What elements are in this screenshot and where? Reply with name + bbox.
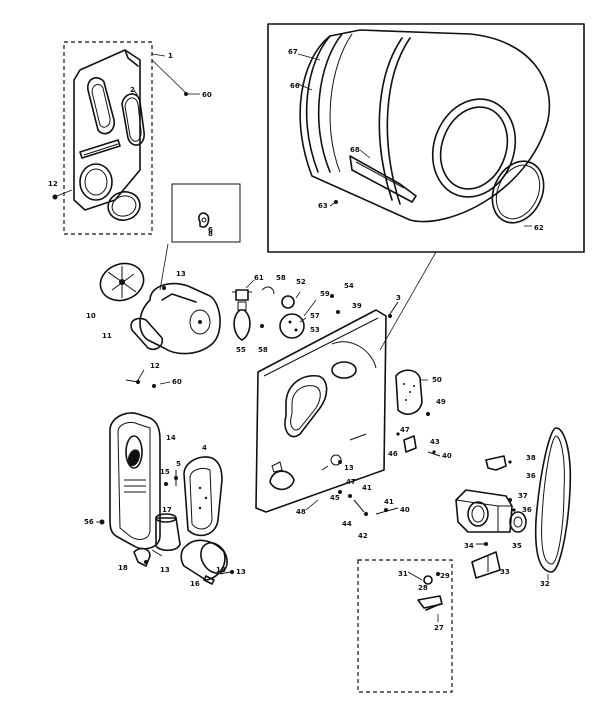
callout-44: 44 — [342, 520, 352, 528]
callout-3: 3 — [396, 294, 401, 302]
callout-13-a: 13 — [176, 270, 186, 278]
callout-40-a: 40 — [442, 452, 452, 460]
callout-58-a: 58 — [276, 274, 286, 282]
callout-67: 67 — [288, 48, 298, 56]
callout-37: 37 — [518, 492, 528, 500]
rear-panel — [255, 301, 441, 516]
callout-12-a: 12 — [48, 180, 58, 188]
callout-1: 1 — [168, 52, 173, 60]
callout-46: 46 — [388, 450, 398, 458]
callout-53: 53 — [310, 326, 320, 334]
callout-12-b: 12 — [150, 362, 160, 370]
callout-48: 48 — [296, 508, 306, 516]
callout-56: 56 — [84, 518, 94, 526]
callout-35: 35 — [512, 542, 522, 550]
callout-59: 59 — [320, 290, 330, 298]
callout-32: 32 — [540, 580, 550, 588]
callout-34: 34 — [464, 542, 474, 550]
callout-4: 4 — [202, 444, 207, 452]
blower-assembly — [99, 243, 221, 388]
callout-13-b: 13 — [344, 464, 354, 472]
callout-50: 50 — [432, 376, 442, 384]
callout-52: 52 — [296, 278, 306, 286]
callout-labels: 1 2 12 60 6 10 13 11 12 60 67 66 68 63 6… — [48, 48, 550, 632]
inset-drum — [267, 23, 585, 351]
callout-28: 28 — [418, 584, 428, 592]
callout-45: 45 — [330, 494, 340, 502]
lamp-thermostat-cluster — [232, 279, 340, 341]
callout-29: 29 — [440, 572, 450, 580]
callout-41-a: 41 — [362, 484, 372, 492]
callout-33: 33 — [500, 568, 510, 576]
callout-18-a: 18 — [118, 564, 128, 572]
callout-60-a: 60 — [202, 91, 212, 99]
callout-2: 2 — [130, 86, 135, 94]
callout-17: 17 — [162, 506, 172, 514]
callout-38: 38 — [526, 454, 536, 462]
callout-47-a: 47 — [400, 426, 410, 434]
callout-47-b: 47 — [346, 478, 356, 486]
callout-14: 14 — [166, 434, 176, 442]
callout-8: 8 — [208, 230, 213, 238]
callout-39: 39 — [352, 302, 362, 310]
callout-6: 6 — [208, 226, 213, 234]
callout-10: 10 — [86, 312, 96, 320]
callout-36-b: 36 — [522, 506, 532, 514]
callout-43: 43 — [430, 438, 440, 446]
callout-54: 54 — [344, 282, 354, 290]
callout-31: 31 — [398, 570, 408, 578]
callout-49: 49 — [436, 398, 446, 406]
callout-13-d: 13 — [236, 568, 246, 576]
callout-5: 5 — [176, 460, 181, 468]
callout-11: 11 — [102, 332, 112, 340]
callout-15: 15 — [160, 468, 170, 476]
callout-18-b: 18 — [216, 566, 226, 574]
callout-66: 66 — [290, 82, 300, 90]
callout-36: 36 — [526, 472, 536, 480]
callout-40-b: 40 — [400, 506, 410, 514]
callout-62: 62 — [534, 224, 544, 232]
callout-60-b: 60 — [172, 378, 182, 386]
inset-front-bulkhead — [52, 41, 200, 235]
callout-61: 61 — [254, 274, 264, 282]
inset-idler-parts — [357, 559, 453, 693]
callout-41-b: 41 — [384, 498, 394, 506]
heater-duct-assembly — [96, 412, 234, 585]
callout-16: 16 — [190, 580, 200, 588]
callout-27: 27 — [434, 624, 444, 632]
callout-57: 57 — [310, 312, 320, 320]
callout-55: 55 — [236, 346, 246, 354]
callout-42: 42 — [358, 532, 368, 540]
motor-belt-assembly — [455, 427, 572, 580]
inset-part-6 — [171, 183, 241, 243]
callout-63: 63 — [318, 202, 328, 210]
callout-68: 68 — [350, 146, 360, 154]
callout-58-b: 58 — [258, 346, 268, 354]
callout-13-c: 13 — [160, 566, 170, 574]
